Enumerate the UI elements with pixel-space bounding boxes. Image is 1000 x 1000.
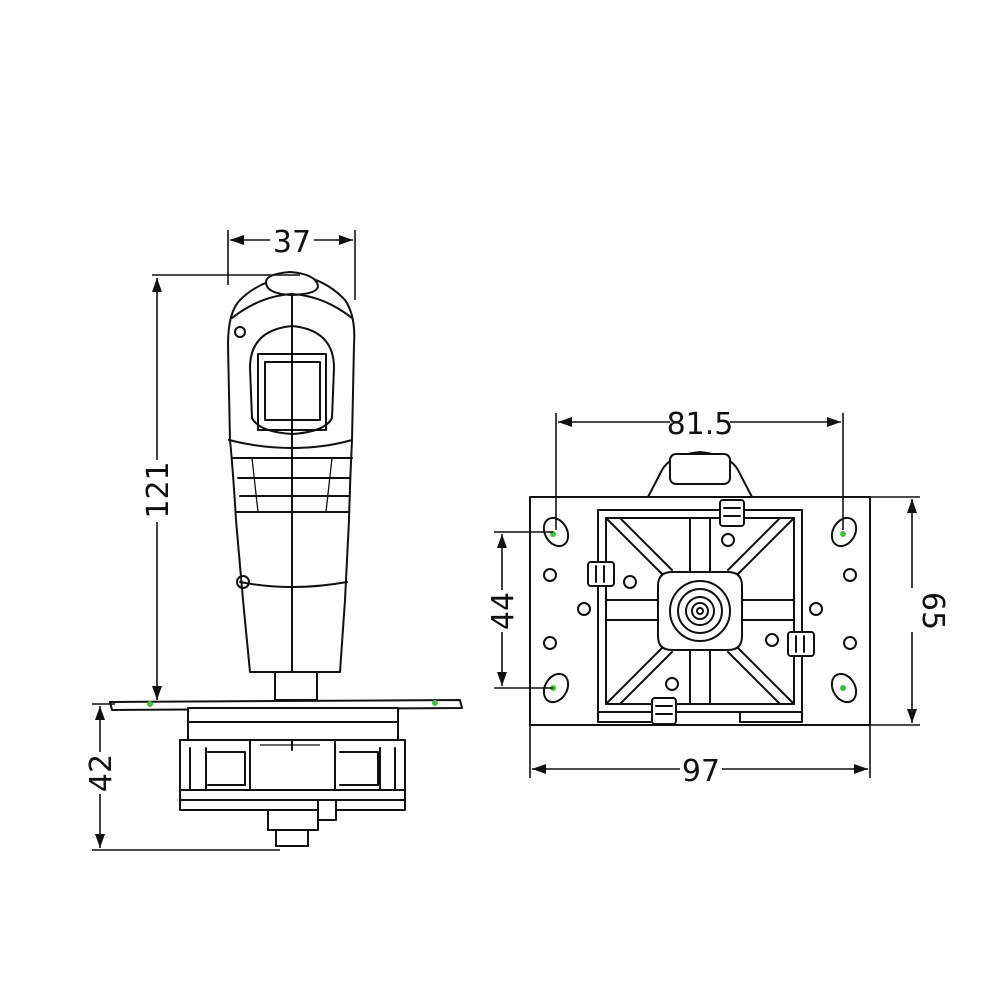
dimension-handle-width: 37	[227, 222, 356, 300]
dim-42-label: 42	[84, 754, 119, 792]
dim-37-label: 37	[273, 225, 311, 260]
dimension-hole-spacing-y: 44	[486, 531, 553, 689]
dimension-plate-width: 97	[529, 725, 871, 789]
dimension-plate-height: 65	[870, 496, 950, 726]
dim-97-label: 97	[682, 754, 720, 789]
dimension-hole-spacing-x: 81.5	[555, 404, 844, 530]
dimension-handle-height: 121	[140, 274, 300, 700]
switch-clips	[587, 499, 815, 725]
dim-44-label: 44	[486, 592, 521, 630]
actuator-center	[657, 571, 743, 651]
mounting-slots	[542, 516, 858, 704]
small-holes	[543, 568, 857, 650]
mounting-plate-bottom-view	[529, 451, 871, 726]
dim-65-label: 65	[915, 592, 950, 630]
joystick-side-view	[109, 271, 463, 847]
dim-121-label: 121	[141, 461, 176, 518]
switch-housing	[179, 707, 406, 847]
dimension-base-height: 42	[84, 703, 280, 851]
dim-81-5-label: 81.5	[667, 407, 734, 442]
handle-grip	[227, 271, 356, 673]
